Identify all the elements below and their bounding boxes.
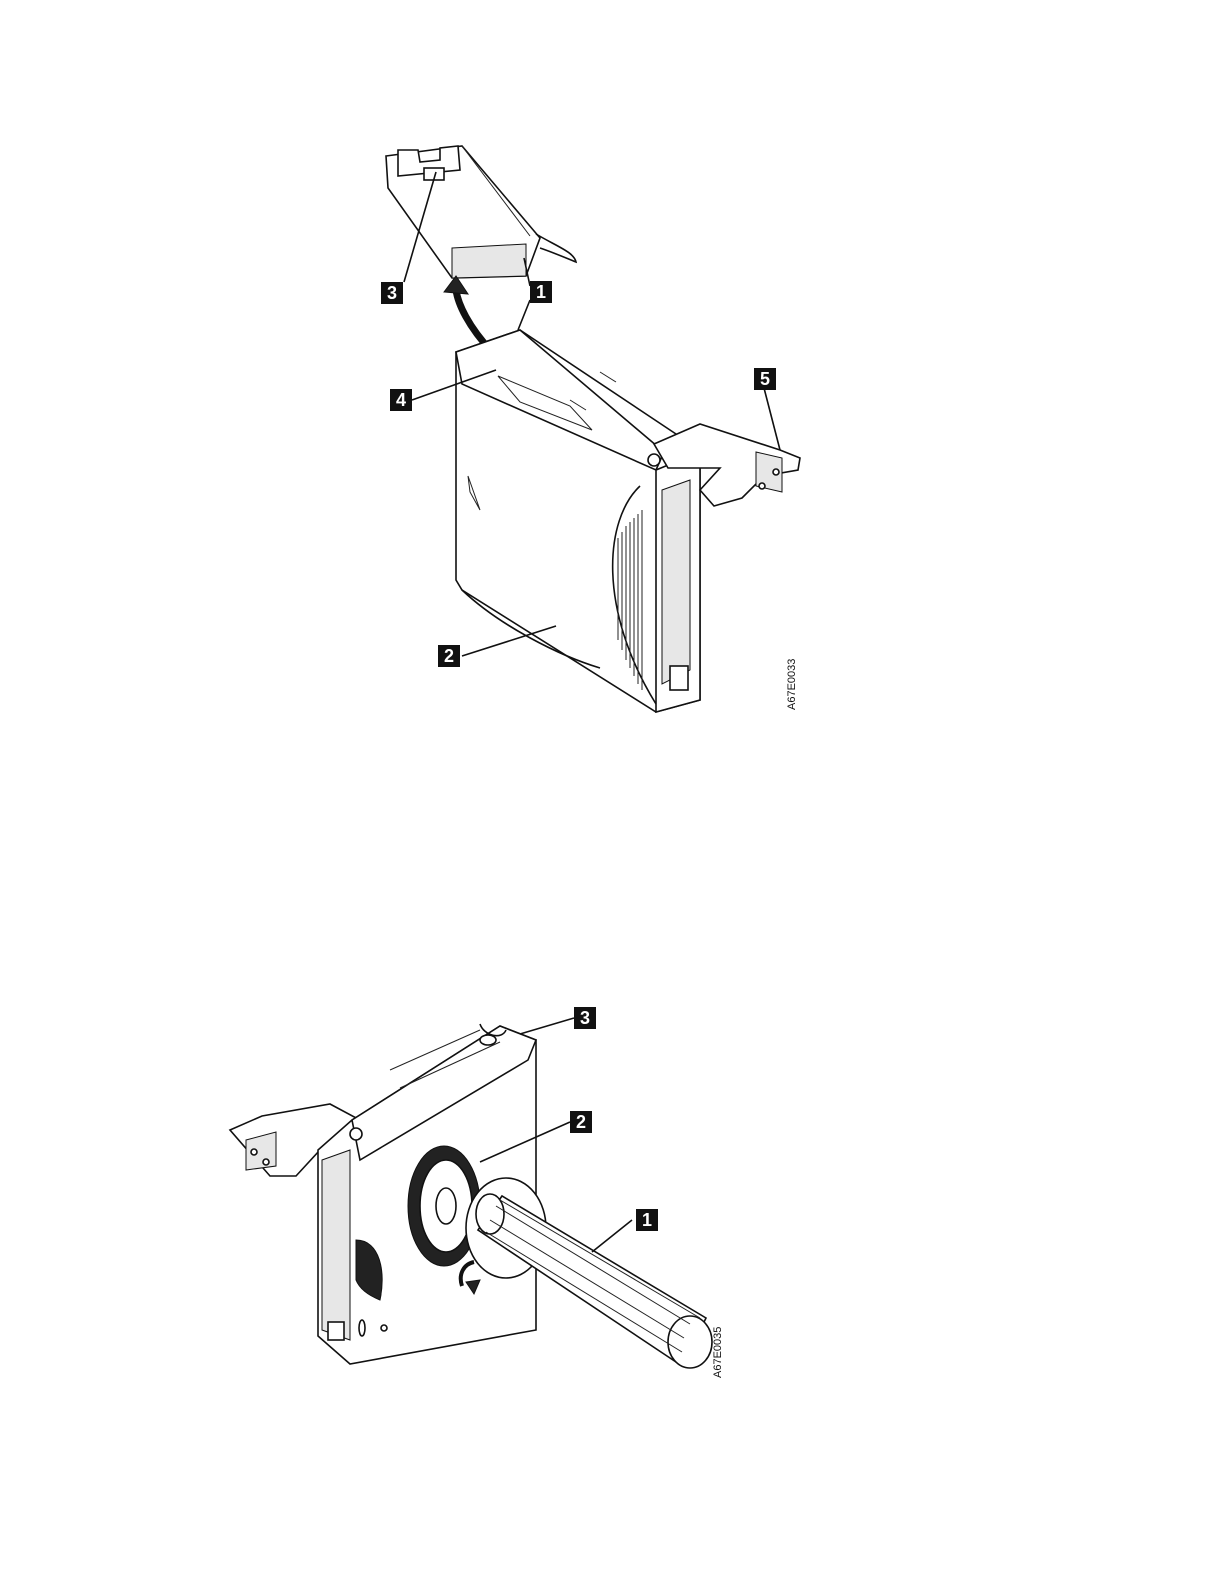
callout-1-fig2: 1 xyxy=(636,1209,658,1231)
figure-id-label-2: A67E0035 xyxy=(712,1327,724,1378)
callout-3-fig2: 3 xyxy=(574,1007,596,1029)
callout-2-fig2: 2 xyxy=(570,1111,592,1133)
